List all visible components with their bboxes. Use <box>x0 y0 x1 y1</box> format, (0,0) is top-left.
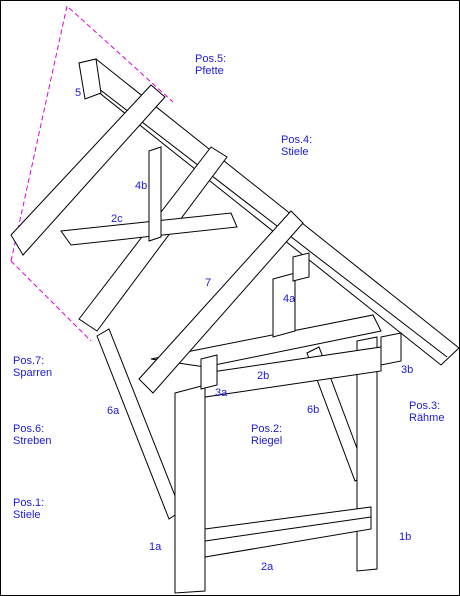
part-label-3a: 3a <box>215 387 228 399</box>
part-label-4b: 4b <box>135 180 148 192</box>
roof-outline-dashed <box>10 5 174 262</box>
label-pos3-name: Rähme <box>409 412 445 424</box>
label-pos5-title: Pos.5: <box>195 53 227 65</box>
label-pos3-title: Pos.3: <box>409 400 441 412</box>
post-4a <box>272 272 296 338</box>
rafter-rear <box>10 84 166 256</box>
label-pos6-name: Streben <box>13 435 52 447</box>
label-pos5-name: Pfette <box>195 65 224 77</box>
label-pos3: Pos.3: Rähme <box>409 400 444 424</box>
sill-2a-top <box>204 516 372 542</box>
label-pos4-title: Pos.4: <box>281 134 313 146</box>
label-pos5: Pos.5: Pfette <box>195 53 226 77</box>
part-label-5: 5 <box>75 87 82 99</box>
part-label-3b: 3b <box>401 364 414 376</box>
part-label-1a: 1a <box>149 541 162 553</box>
part-label-4a: 4a <box>283 293 296 305</box>
part-label-1b: 1b <box>399 531 412 543</box>
sill-2a <box>204 506 372 558</box>
label-pos2-title: Pos.2: <box>251 423 283 435</box>
label-pos7: Pos.7: Sparren <box>13 355 52 379</box>
part-label-2c: 2c <box>111 213 123 225</box>
cap-3b <box>380 332 402 366</box>
cap-3a <box>200 354 218 390</box>
label-pos6-title: Pos.6: <box>13 423 45 435</box>
part-label-6a: 6a <box>107 405 120 417</box>
label-pos7-name: Sparren <box>13 367 53 379</box>
post-4b <box>148 146 162 242</box>
post-1a <box>174 384 206 594</box>
label-pos6: Pos.6: Streben <box>13 423 52 447</box>
label-pos1-name: Stiele <box>13 509 41 521</box>
part-label-7: 7 <box>205 277 212 289</box>
pfette-end <box>78 58 102 100</box>
label-pos4: Pos.4: Stiele <box>281 134 312 158</box>
rafter-front <box>138 210 304 394</box>
label-pos4-name: Stiele <box>281 146 309 158</box>
label-pos2: Pos.2: Riegel <box>251 423 282 447</box>
label-pos1-title: Pos.1: <box>13 497 45 509</box>
part-label-6b: 6b <box>307 404 320 416</box>
label-pos1: Pos.1: Stiele <box>13 497 44 521</box>
part-label-2b: 2b <box>257 370 270 382</box>
label-pos2-name: Riegel <box>251 435 283 447</box>
rahme-beam <box>150 314 382 368</box>
roof-outline-dashed-lower <box>10 260 92 342</box>
part-label-2a: 2a <box>261 561 274 573</box>
riegel-beam <box>204 346 382 398</box>
cap-4a <box>292 252 310 282</box>
label-pos7-title: Pos.7: <box>13 355 45 367</box>
